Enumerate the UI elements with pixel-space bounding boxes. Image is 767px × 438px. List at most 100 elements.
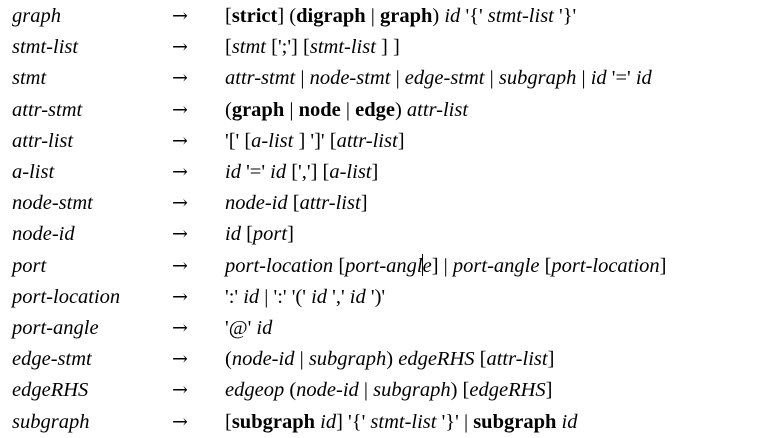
rule-lhs: port-location xyxy=(12,285,121,308)
rule-lhs: edgeRHS xyxy=(12,379,89,402)
nonterminal: stmt-list xyxy=(309,36,376,59)
literal-token: | xyxy=(365,5,380,27)
keyword-terminal: subgraph xyxy=(473,410,557,433)
literal-token: ( xyxy=(225,98,232,121)
keyword-terminal: subgraph xyxy=(231,410,316,433)
nonterminal: port-angle xyxy=(452,254,540,277)
nonterminal: id xyxy=(590,67,607,90)
text-cursor xyxy=(422,253,424,276)
rule-lhs: stmt xyxy=(12,67,47,90)
nonterminal: a-list xyxy=(329,161,372,183)
rule-rhs: id [port] xyxy=(225,219,294,250)
rule-lhs: stmt-list xyxy=(12,36,79,59)
literal-token: ] xyxy=(371,161,379,183)
nonterminal: id xyxy=(225,223,241,246)
literal-token: '=' xyxy=(240,161,271,183)
literal-token: [ xyxy=(240,223,253,246)
rule-rhs: [subgraph id] '{' stmt-list '}' | subgra… xyxy=(225,407,577,438)
nonterminal: port-angl xyxy=(345,254,423,277)
literal-token: [ xyxy=(474,348,487,371)
literal-token: ] ] xyxy=(375,36,400,59)
literal-token: ) [ xyxy=(450,379,470,402)
nonterminal: port-location xyxy=(225,254,334,277)
rule-rhs: '@' id xyxy=(225,313,272,344)
literal-token: | xyxy=(484,67,499,90)
literal-token: [';'] [ xyxy=(266,36,310,59)
literal-token: | xyxy=(340,98,356,121)
rule-rhs: [stmt [';'] [stmt-list ] ] xyxy=(225,32,400,63)
rule-rhs: '[' [a-list ] ']' [attr-list] xyxy=(225,126,405,157)
rule-lhs: edge-stmt xyxy=(12,348,92,371)
nonterminal: node-stmt xyxy=(309,67,391,90)
rule-arrow: → xyxy=(172,410,188,433)
literal-token: | xyxy=(390,67,405,90)
rule-arrow: → xyxy=(172,254,188,277)
literal-token: ] xyxy=(360,192,368,215)
rule-rhs: (graph | node | edge) attr-list xyxy=(225,95,468,126)
rule-arrow: → xyxy=(172,379,188,402)
grammar-rule: subgraph → [subgraph id] '{' stmt-list '}'… xyxy=(0,407,767,438)
rule-rhs: node-id [attr-list] xyxy=(225,188,368,219)
nonterminal: subgraph xyxy=(373,379,451,402)
nonterminal: attr-list xyxy=(406,98,469,121)
literal-token: '[' [ xyxy=(225,129,252,152)
nonterminal: node-id xyxy=(231,348,295,371)
literal-token: [','] [ xyxy=(286,161,330,183)
nonterminal: id xyxy=(320,410,337,433)
literal-token: [ xyxy=(539,254,552,277)
nonterminal: id xyxy=(243,285,260,308)
nonterminal: subgraph xyxy=(498,67,577,90)
nonterminal: node-id xyxy=(296,379,359,402)
keyword-terminal: graph xyxy=(231,98,285,121)
nonterminal: attr-list xyxy=(486,348,548,371)
literal-token: [ xyxy=(287,192,300,215)
literal-token: | xyxy=(284,98,299,121)
rule-lhs: port xyxy=(12,254,47,277)
literal-token: ] ( xyxy=(277,5,297,27)
rule-arrow: → xyxy=(172,67,188,90)
literal-token: ( xyxy=(284,379,297,402)
nonterminal: id xyxy=(225,161,241,183)
nonterminal: id xyxy=(561,410,578,433)
nonterminal: edge-stmt xyxy=(404,67,485,90)
grammar-rule: a-list→id '=' id [','] [a-list] xyxy=(0,157,767,188)
rule-rhs: id '=' id [','] [a-list] xyxy=(225,157,378,188)
keyword-terminal: edge xyxy=(355,98,395,121)
rule-lhs: a-list xyxy=(12,161,55,183)
grammar-rule: attr-list→'[' [a-list ] ']' [attr-list] xyxy=(0,126,767,157)
keyword-terminal: digraph xyxy=(296,5,366,27)
nonterminal: attr-list xyxy=(336,129,398,152)
literal-token: ] xyxy=(397,129,405,152)
literal-token: ] '{' xyxy=(336,410,371,433)
nonterminal: stmt xyxy=(231,36,267,59)
grammar-rule: port→port-location [port-angle] | port-a… xyxy=(0,251,767,282)
literal-token: '}' xyxy=(553,5,577,27)
grammar-rule: node-id→id [port] xyxy=(0,219,767,250)
literal-token: ] xyxy=(547,348,555,371)
nonterminal: a-list xyxy=(251,129,294,152)
literal-token: | xyxy=(294,348,309,371)
grammar-rule: port-angle→'@' id xyxy=(0,313,767,344)
nonterminal: port-location xyxy=(551,254,660,277)
grammar-rule: graph→[strict] (digraph | graph) id '{' … xyxy=(0,1,767,32)
rule-arrow: → xyxy=(172,285,188,308)
rule-lhs: attr-list xyxy=(12,129,74,152)
literal-token: ] ']' [ xyxy=(293,129,337,152)
literal-token: [ xyxy=(225,36,232,59)
nonterminal: attr-stmt xyxy=(225,67,296,90)
literal-token: ')' xyxy=(365,285,386,308)
rule-rhs: (node-id | subgraph) edgeRHS [attr-list] xyxy=(225,344,554,375)
grammar-rule: node-stmt→node-id [attr-list] xyxy=(0,188,767,219)
literal-token: ) xyxy=(394,98,407,121)
nonterminal: edgeop xyxy=(225,379,285,402)
literal-token: ) xyxy=(386,348,399,371)
literal-token: | xyxy=(576,67,591,90)
rule-arrow: → xyxy=(172,36,188,59)
rule-arrow: → xyxy=(172,348,188,371)
literal-token: | ':' '(' xyxy=(259,285,312,308)
grammar-rule: attr-stmt→(graph | node | edge) attr-lis… xyxy=(0,95,767,126)
nonterminal: node-id xyxy=(225,192,288,215)
rule-arrow: → xyxy=(172,129,188,152)
rule-lhs: subgraph xyxy=(12,410,90,433)
